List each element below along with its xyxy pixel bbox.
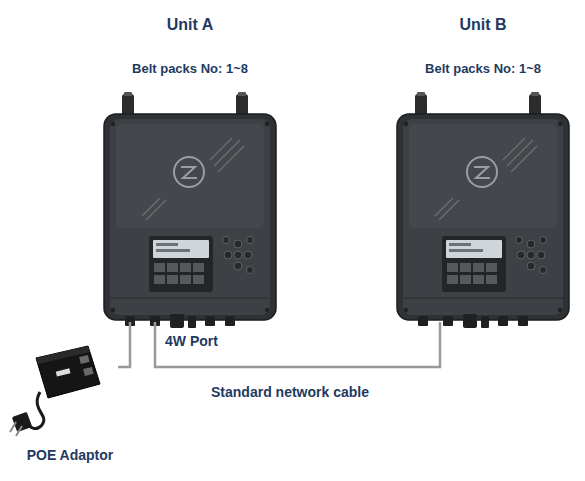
port-label: 4W Port <box>165 333 218 349</box>
network-cable <box>155 322 440 367</box>
node-subheading: Belt packs No: 1~8 <box>132 59 248 79</box>
poe-adaptor-illustration <box>10 346 100 436</box>
unit-box: Unit B Belt packs No: 1~8 <box>393 15 573 322</box>
adaptor-box: POE Adaptor <box>22 340 118 470</box>
network-cable <box>118 322 130 367</box>
unit-illustration <box>397 92 569 328</box>
node-heading: POE Adaptor <box>27 445 114 465</box>
unit-illustration <box>104 92 276 328</box>
node-subheading: Belt packs No: 1~8 <box>425 59 541 79</box>
cable-label: Standard network cable <box>211 384 369 400</box>
unit-box: Unit A Belt packs No: 1~8 <box>100 15 280 322</box>
node-heading: Unit B <box>459 15 506 35</box>
node-heading: Unit A <box>167 15 214 35</box>
